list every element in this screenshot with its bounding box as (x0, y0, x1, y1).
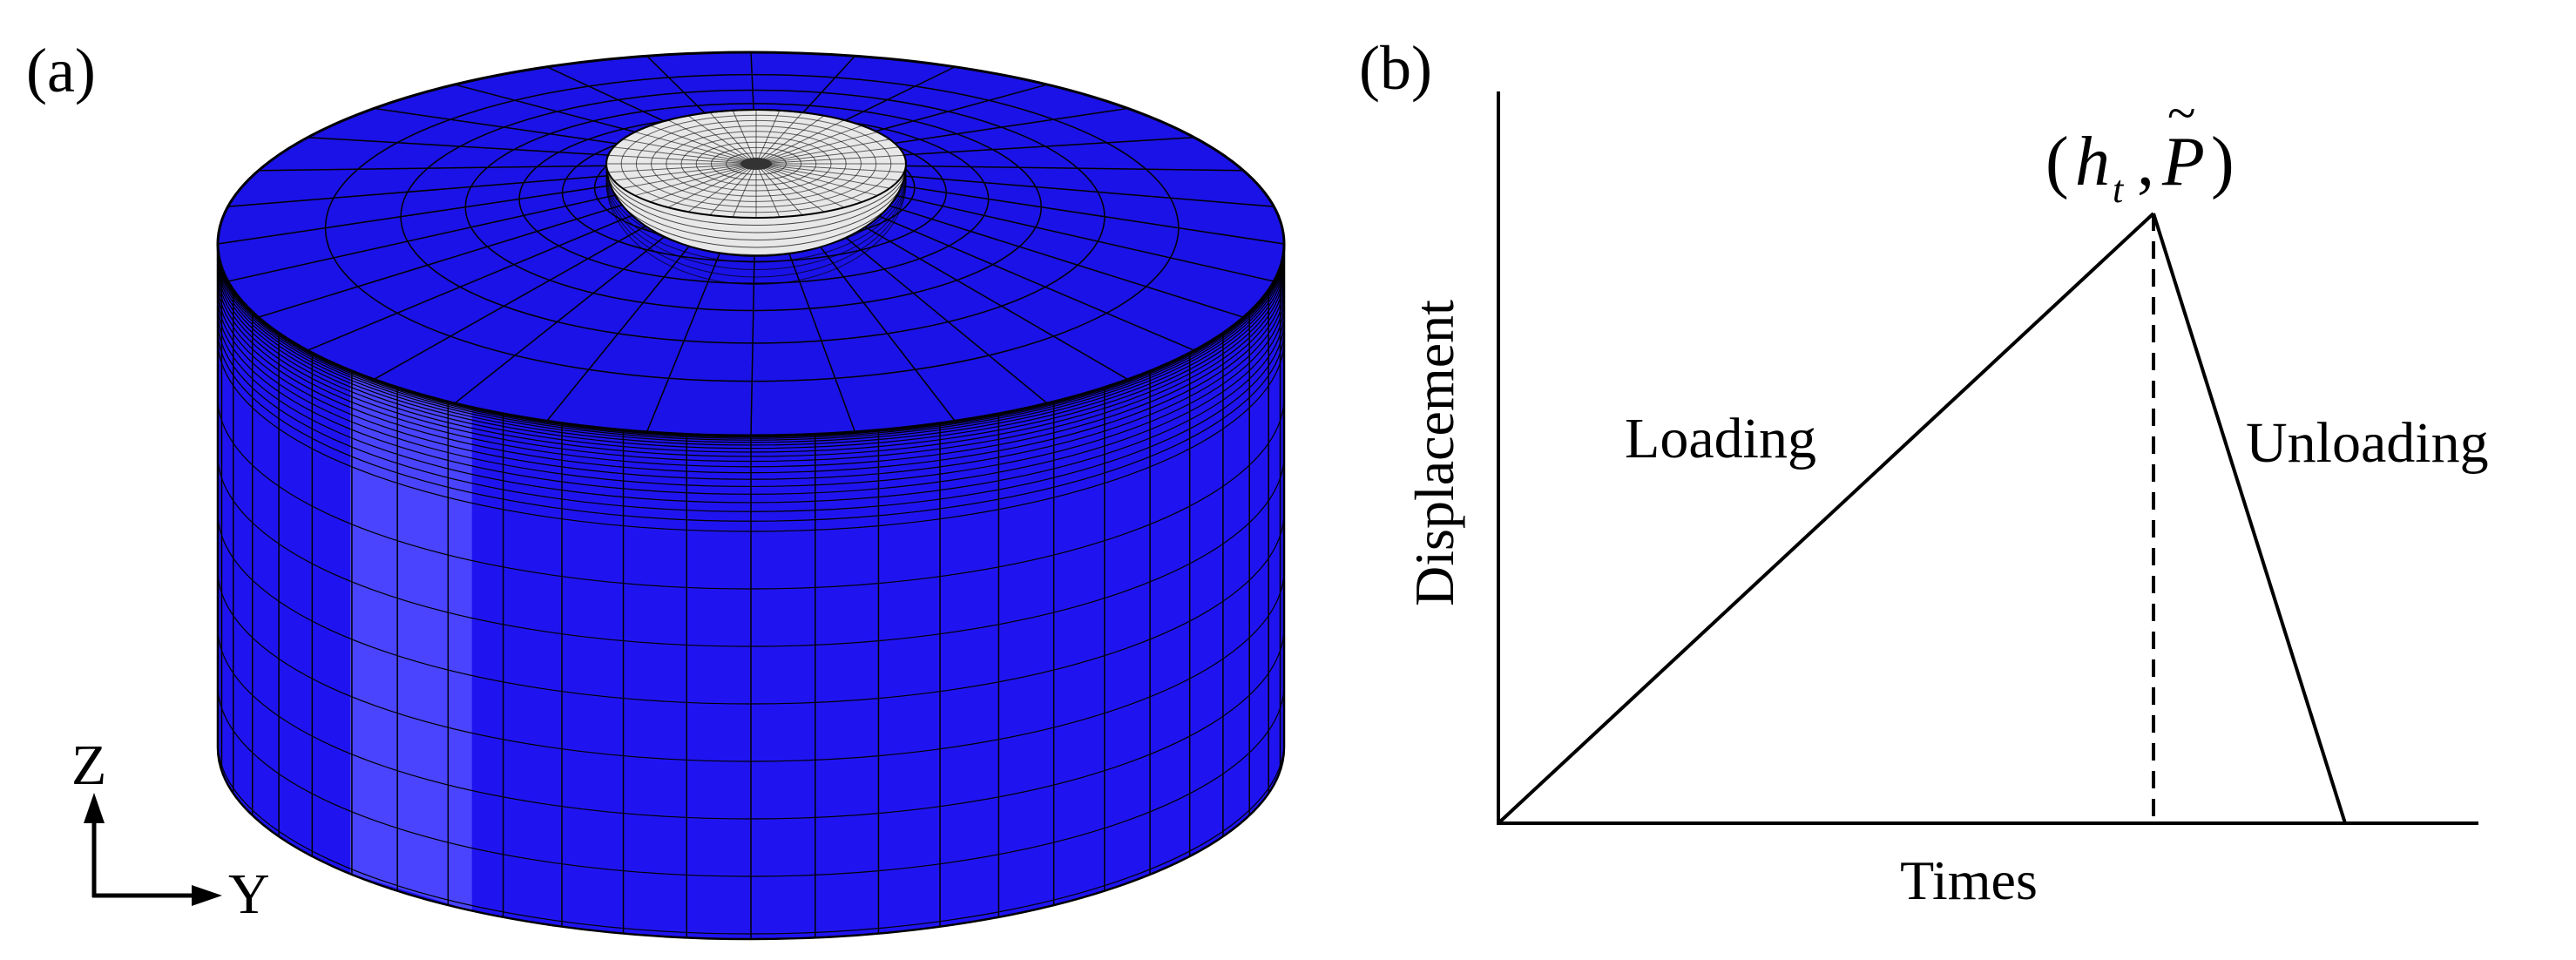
side-mesh-ring (217, 741, 1285, 935)
side-mesh-ring (217, 339, 1285, 532)
spherical-indenter (605, 109, 908, 285)
side-mesh-ring (217, 684, 1285, 877)
indenter-top-ring (651, 125, 862, 202)
unloading-label: Unloading (2246, 411, 2489, 475)
side-mesh-ring (217, 281, 1285, 474)
indenter-mesh-ring (605, 172, 907, 248)
side-mesh-ring (217, 248, 1285, 441)
indenter-top-ring (710, 146, 802, 181)
side-mesh-ring (217, 274, 1285, 468)
panel-a: (a) Z Y (26, 36, 1286, 941)
side-mesh-ring (217, 329, 1285, 522)
indenter-mesh-ring (605, 179, 907, 278)
side-mesh-ring (217, 569, 1285, 762)
peak-p-symbol: P (2161, 124, 2205, 200)
x-axis-title: Times (1900, 849, 2038, 911)
side-mesh-ring (217, 247, 1285, 439)
indenter-mesh-ring (605, 166, 907, 226)
unloading-line (2152, 213, 2347, 824)
peak-open-paren: ( (2045, 124, 2069, 200)
indenter-mesh-ring (605, 167, 907, 233)
z-arrowhead-icon (84, 793, 105, 823)
indenter-mesh-ring (605, 169, 907, 240)
peak-h-symbol: h (2075, 124, 2110, 200)
peak-tilde: ~ (2167, 85, 2195, 142)
indenter-top-ring (680, 136, 832, 192)
loading-label: Loading (1625, 407, 1816, 470)
side-mesh-ring (217, 287, 1285, 480)
indenter-mesh-ring (605, 178, 907, 270)
y-axis-label: Y (228, 862, 270, 926)
peak-point-label: ( h t , ~ P ) (2045, 85, 2235, 211)
side-mesh-ring (217, 256, 1285, 450)
peak-close-paren: ) (2211, 124, 2235, 200)
peak-t-subscript: t (2113, 168, 2125, 211)
load-schedule-diagram: (b) Displacement Times Loading Unloading… (1359, 33, 2489, 911)
loading-line (1497, 212, 2155, 825)
side-mesh-ring (217, 396, 1285, 590)
coordinate-axes: Z Y (71, 734, 270, 926)
side-mesh-ring (217, 454, 1285, 647)
peak-comma: , (2137, 124, 2154, 200)
indenter-top-ring (620, 114, 892, 213)
z-axis-label: Z (71, 734, 106, 797)
side-mesh-ring (217, 269, 1285, 463)
indenter-mesh-ring (605, 173, 907, 255)
indenter-top-ring (666, 131, 847, 197)
side-mesh-ring (217, 250, 1285, 443)
side-mesh-ring (217, 264, 1285, 457)
panel-b: (b) Displacement Times Loading Unloading… (1359, 0, 2576, 960)
y-arrowhead-icon (192, 885, 222, 906)
side-mesh-ring (217, 253, 1285, 446)
side-mesh-ring (217, 511, 1285, 705)
cylinder-side-face (216, 243, 1286, 941)
indenter-mesh-ring (605, 175, 907, 263)
panel-b-label: (b) (1359, 33, 1432, 103)
indenter-top-ring (695, 141, 817, 186)
y-axis-title: Displacement (1403, 300, 1465, 606)
indenter-top-ring (635, 119, 877, 208)
indenter-mesh-ring (605, 181, 907, 285)
fe-mesh-figure: (a) Z Y (26, 36, 1286, 941)
indenter-top-ring (726, 152, 787, 175)
side-mesh-ring (217, 626, 1285, 820)
indenter-rim (605, 109, 907, 219)
panel-a-label: (a) (26, 36, 96, 105)
indenter-tip (740, 158, 772, 170)
side-mesh-ring (217, 260, 1285, 453)
side-mesh-ring (217, 302, 1285, 495)
side-mesh-ring (217, 294, 1285, 488)
side-mesh-ring (217, 310, 1285, 504)
side-mesh-ring (217, 320, 1285, 512)
side-highlight-band (349, 370, 472, 911)
